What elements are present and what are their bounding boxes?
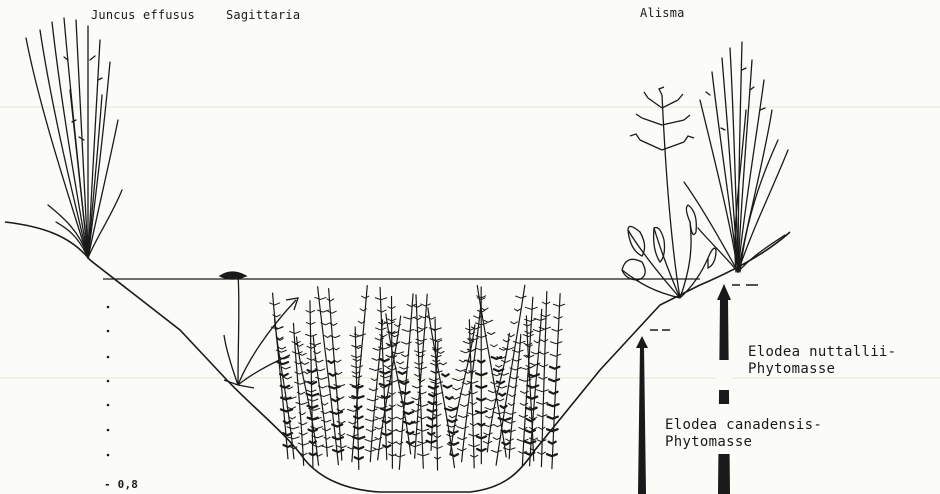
- elodea-canadensis-line2: Phytomasse: [665, 434, 822, 451]
- sagittaria-plant-icon: [220, 272, 298, 388]
- elodea-canadensis-label: Elodea canadensis- Phytomasse: [665, 417, 822, 451]
- arrow-label-gap: [716, 360, 732, 390]
- juncus-plant-icon: [26, 18, 122, 258]
- juncus-label: Juncus effusus: [91, 8, 195, 22]
- phytomass-level-marks: [650, 285, 758, 330]
- elodea-nuttallii-line1: Elodea nuttallii-: [748, 344, 896, 361]
- elodea-nuttallii-line2: Phytomasse: [748, 361, 896, 378]
- elodea-canadensis-line1: Elodea canadensis-: [665, 417, 822, 434]
- depth-scale: [107, 306, 110, 457]
- elodea-nuttallii-label: Elodea nuttallii- Phytomasse: [748, 344, 896, 378]
- depth-label: - 0,8: [104, 478, 138, 491]
- alisma-plant-icon: [622, 87, 716, 298]
- elodea-plant-icon: [270, 285, 565, 470]
- juncus-right-plant-icon: [684, 42, 788, 272]
- pond-profile: [5, 222, 790, 492]
- sagittaria-label: Sagittaria: [226, 8, 300, 22]
- alisma-label: Alisma: [640, 6, 685, 20]
